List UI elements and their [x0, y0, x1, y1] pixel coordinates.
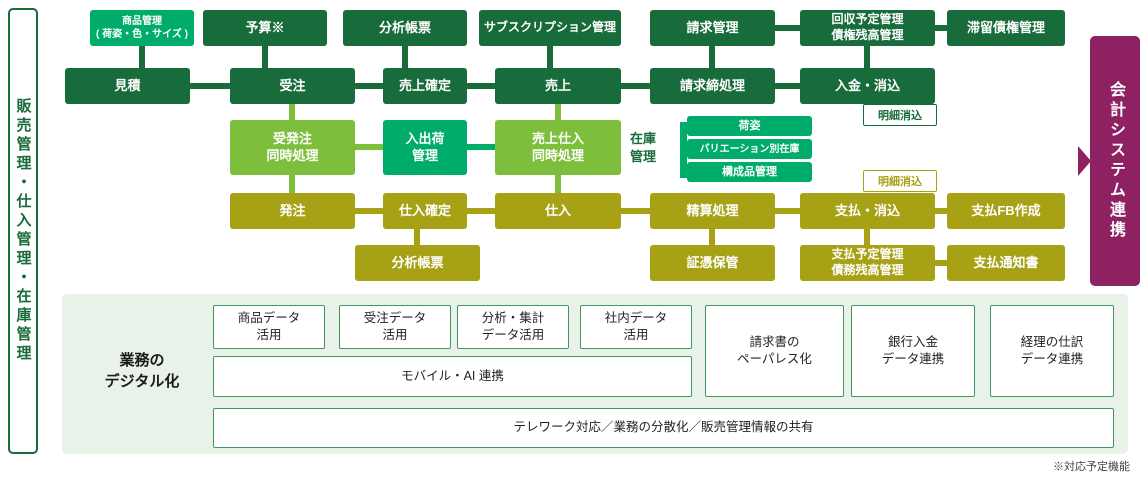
connector-line: [555, 104, 561, 120]
box-sales-confirm: 売上確定: [383, 68, 467, 104]
connector-line: [864, 46, 870, 68]
box-deposit-clearing: 入金・消込: [800, 68, 935, 104]
left-rail-label: 販売管理・仕入管理・在庫管理: [14, 98, 32, 364]
connector-line: [547, 46, 553, 68]
box-collection-schedule: 回収予定管理 債権残高管理: [800, 10, 935, 46]
box-packing-style: 荷姿: [687, 116, 812, 136]
connector-line: [414, 229, 420, 245]
box-analysis-data: 分析・集計 データ活用: [457, 305, 569, 349]
box-product-management: 商品管理 ( 荷姿・色・サイズ ): [90, 10, 194, 46]
box-sales-purchase-sync: 売上仕入 同時処理: [495, 120, 621, 175]
accounting-integration-rail: 会計システム連携: [1078, 36, 1140, 286]
box-budget: 予算※: [203, 10, 327, 46]
box-detail-clearing-top: 明細消込: [863, 104, 937, 126]
box-sales: 売上: [495, 68, 621, 104]
box-component-management: 構成品管理: [687, 162, 812, 182]
connector-line: [555, 175, 561, 193]
box-billing: 請求管理: [650, 10, 775, 46]
connector-line: [864, 229, 870, 245]
box-telework: テレワーク対応／業務の分散化／販売管理情報の共有: [213, 408, 1114, 448]
connector-line: [139, 46, 145, 68]
connector-line: [709, 46, 715, 68]
box-payment-clearing: 支払・消込: [800, 193, 935, 229]
box-order-sync: 受発注 同時処理: [230, 120, 355, 175]
box-quote: 見積: [65, 68, 190, 104]
box-bank-deposit-data: 銀行入金 データ連携: [851, 305, 975, 397]
box-settlement: 精算処理: [650, 193, 775, 229]
box-analysis-report-top: 分析帳票: [343, 10, 467, 46]
box-evidence-storage: 証憑保管: [650, 245, 775, 281]
connector-line: [680, 122, 687, 178]
connector-line: [935, 260, 947, 266]
footnote: ※対応予定機能: [1053, 461, 1130, 473]
box-mobile-ai: モバイル・AI 連携: [213, 356, 692, 397]
connector-line: [289, 175, 295, 193]
box-shipping-receiving: 入出荷 管理: [383, 120, 467, 175]
box-order: 受注: [230, 68, 355, 104]
box-invoice-paperless: 請求書の ペーパレス化: [705, 305, 844, 397]
box-product-data: 商品データ 活用: [213, 305, 325, 349]
connector-line: [709, 229, 715, 245]
connector-line: [402, 46, 408, 68]
connector-line: [467, 144, 495, 150]
box-purchase-confirm: 仕入確定: [383, 193, 467, 229]
connector-line: [775, 25, 800, 31]
box-overdue-receivables: 滞留債権管理: [947, 10, 1065, 46]
box-payment-schedule: 支払予定管理 債務残高管理: [800, 245, 935, 281]
box-variation-stock: バリエーション別在庫: [687, 139, 812, 159]
box-order-data: 受注データ 活用: [339, 305, 451, 349]
flow-arrow-icon: [1078, 146, 1091, 176]
digitalization-heading: 業務の デジタル化: [104, 352, 180, 390]
box-purchase: 仕入: [495, 193, 621, 229]
connector-line: [355, 144, 383, 150]
connector-line: [262, 46, 268, 68]
inventory-management-label: 在庫 管理: [624, 130, 662, 166]
box-payment-notice: 支払通知書: [947, 245, 1065, 281]
box-payment-fb: 支払FB作成: [947, 193, 1065, 229]
box-purchase-order: 発注: [230, 193, 355, 229]
box-billing-close: 請求締処理: [650, 68, 775, 104]
connector-line: [935, 25, 947, 31]
connector-line: [292, 208, 1006, 214]
box-subscription: サブスクリプション管理: [479, 10, 621, 46]
connector-line: [289, 104, 295, 120]
box-internal-data: 社内データ 活用: [580, 305, 692, 349]
box-detail-clearing-bottom: 明細消込: [863, 170, 937, 192]
sales-purchase-inventory-rail: 販売管理・仕入管理・在庫管理: [8, 8, 38, 454]
box-journal-data: 経理の仕訳 データ連携: [990, 305, 1114, 397]
right-rail-label: 会計システム連携: [1107, 81, 1124, 241]
box-analysis-report-bottom: 分析帳票: [355, 245, 480, 281]
